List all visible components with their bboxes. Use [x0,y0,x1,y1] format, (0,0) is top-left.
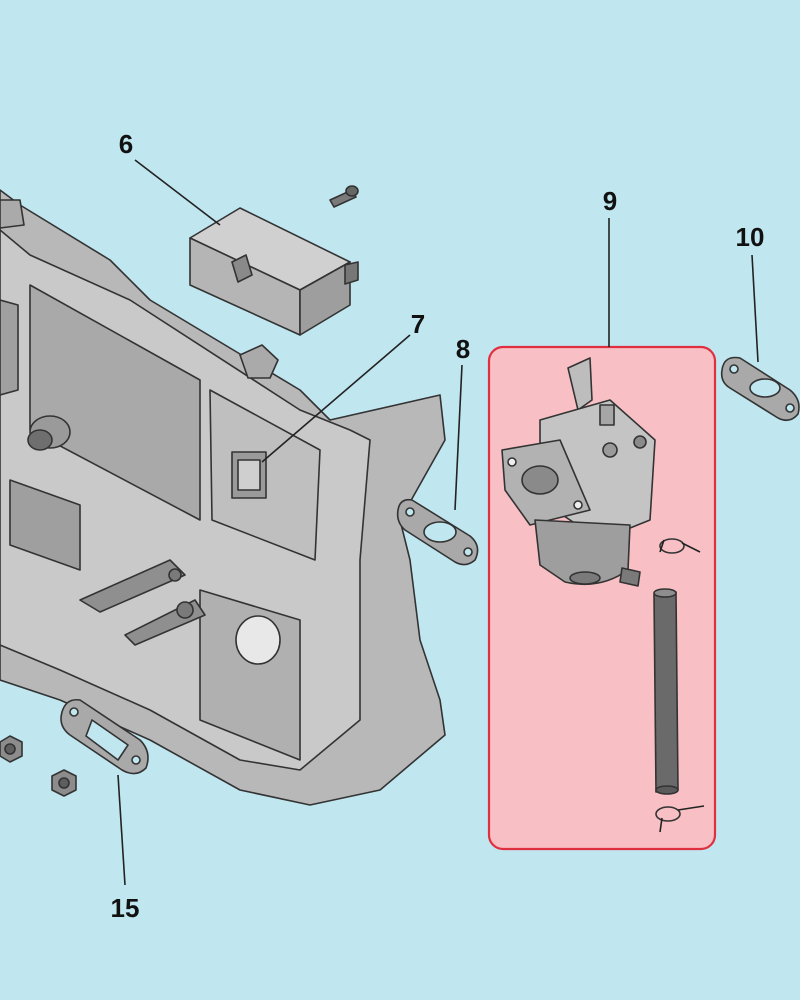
part-8-gasket[interactable] [396,498,479,566]
hex-nut[interactable] [0,735,23,763]
callout-label-10[interactable]: 10 [736,222,765,252]
callout-labels: 6 7 8 9 10 15 [111,129,765,923]
part-10-gasket[interactable] [720,356,800,422]
control-panel[interactable] [0,189,446,806]
leader-8 [454,364,463,511]
callout-label-7[interactable]: 7 [411,309,425,339]
carburetor[interactable] [501,357,656,587]
screw[interactable] [329,185,359,208]
part-15-gasket[interactable] [60,698,149,775]
leader-15 [117,774,126,886]
hex-nut[interactable] [51,769,77,797]
callout-label-15[interactable]: 15 [111,893,140,923]
leader-10 [751,254,759,363]
part-6-cover[interactable] [189,207,359,336]
spring-clip[interactable] [655,805,705,833]
callout-label-9[interactable]: 9 [603,186,617,216]
callout-label-6[interactable]: 6 [119,129,133,159]
spring-clip[interactable] [659,538,701,554]
leader-6 [134,159,221,226]
leader-lines [117,159,759,886]
callout-label-8[interactable]: 8 [456,334,470,364]
leader-7 [261,334,411,463]
fuel-hose[interactable] [653,588,679,795]
